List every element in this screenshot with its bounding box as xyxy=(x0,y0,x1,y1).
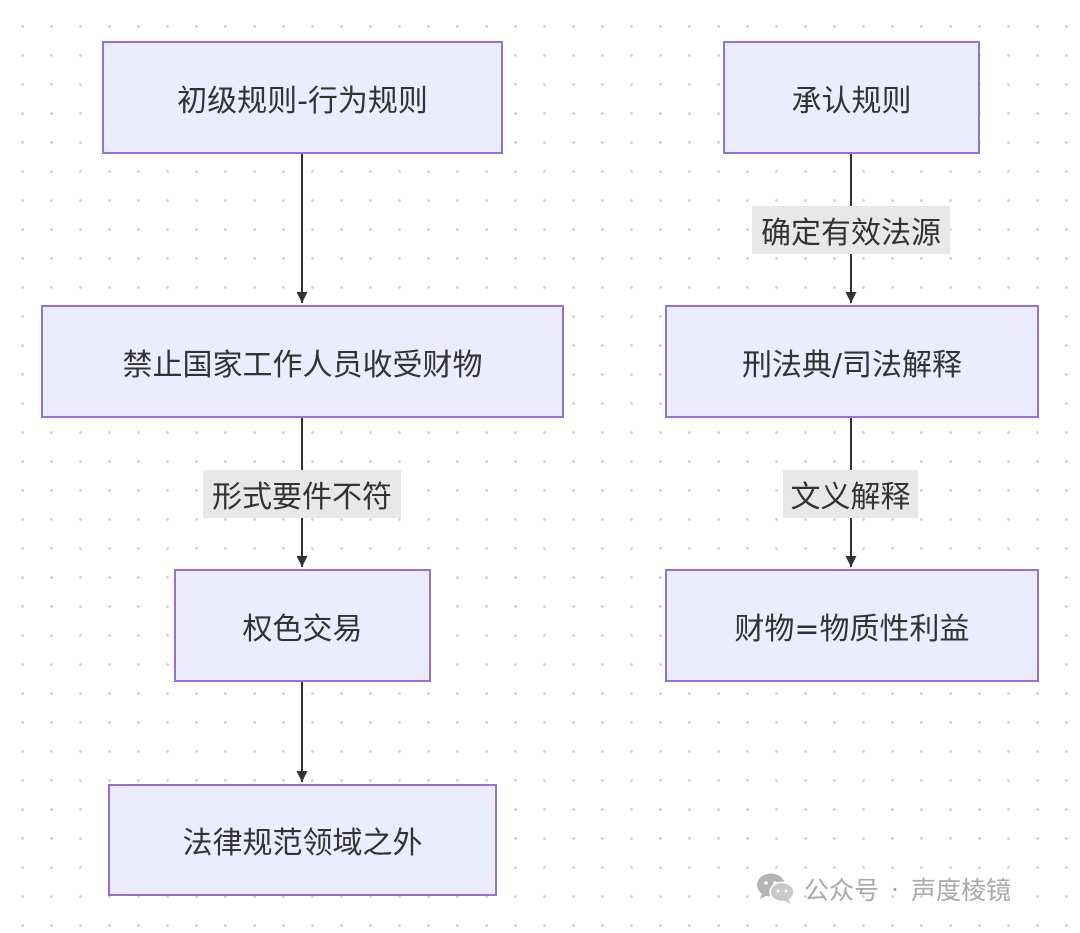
edge-label-formal-mismatch: 形式要件不符 xyxy=(203,470,401,518)
watermark: 公众号 · 声度棱镜 xyxy=(756,866,1011,912)
node-criminal-code: 刑法典/司法解释 xyxy=(665,305,1039,418)
wechat-icon xyxy=(757,873,795,904)
watermark-label: 公众号 xyxy=(804,876,880,905)
watermark-separator: · xyxy=(891,874,899,904)
node-recognition-rules: 承认规则 xyxy=(723,41,980,154)
node-prohibition: 禁止国家工作人员收受财物 xyxy=(41,305,564,418)
watermark-account-name: 声度棱镜 xyxy=(910,876,1011,905)
edge-label-literal-interpretation: 文义解释 xyxy=(783,470,918,518)
node-outside-norms: 法律规范领域之外 xyxy=(108,784,497,896)
node-primary-rules: 初级规则-行为规则 xyxy=(102,41,503,154)
node-property-definition: 财物=物质性利益 xyxy=(665,569,1039,682)
node-power-sex-trade: 权色交易 xyxy=(174,569,431,682)
edge-label-valid-source: 确定有效法源 xyxy=(752,206,950,254)
